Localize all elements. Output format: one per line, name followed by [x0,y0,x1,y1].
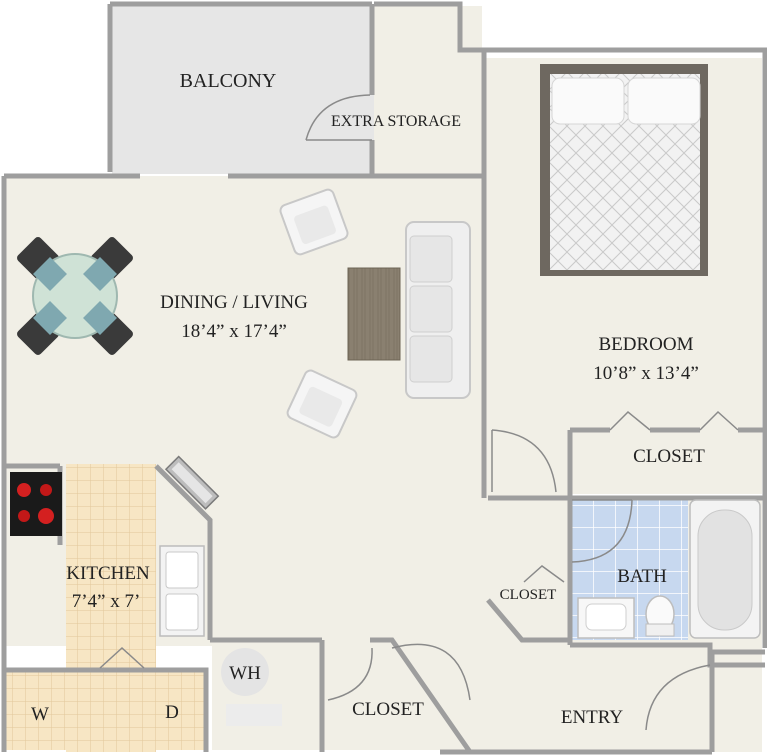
bedroom-size: 10’8” x 13’4” [593,363,699,384]
kitchen-label: KITCHEN [66,563,150,584]
balcony-floor [112,4,374,174]
armchair [279,188,349,256]
sofa [405,221,471,399]
pillow [551,77,625,125]
water-heater [221,648,269,696]
water-heater-label: WH [229,663,261,684]
laundry-tile-floor [6,670,206,750]
dryer-label: D [165,702,179,723]
armchair [286,369,358,439]
entry-label: ENTRY [561,707,624,728]
entry-closet-label: CLOSET [352,699,424,720]
shelf [226,704,282,726]
kitchen-sink [159,545,205,637]
bath-sink [577,597,635,639]
bedroom-closet-label: CLOSET [633,446,705,467]
doors [99,94,739,731]
washer-label: W [31,704,49,725]
bath-closet-label: CLOSET [500,587,557,603]
bathtub [689,499,761,639]
dining-table [17,237,133,355]
kitchen-size: 7’4” x 7’ [72,591,141,612]
coffee-table [347,267,401,361]
dining-living-size: 18’4” x 17’4” [181,321,287,342]
cooktop [10,472,62,536]
balcony-label: BALCONY [180,70,277,92]
pillow [627,77,701,125]
extra-storage-label: EXTRA STORAGE [331,113,461,130]
bedroom-label: BEDROOM [598,334,693,355]
bed [540,64,708,276]
toilet [645,595,675,637]
range-hood [164,455,220,510]
storage-floor [374,6,482,174]
dining-living-label: DINING / LIVING [160,292,308,313]
bath-label: BATH [617,566,667,587]
